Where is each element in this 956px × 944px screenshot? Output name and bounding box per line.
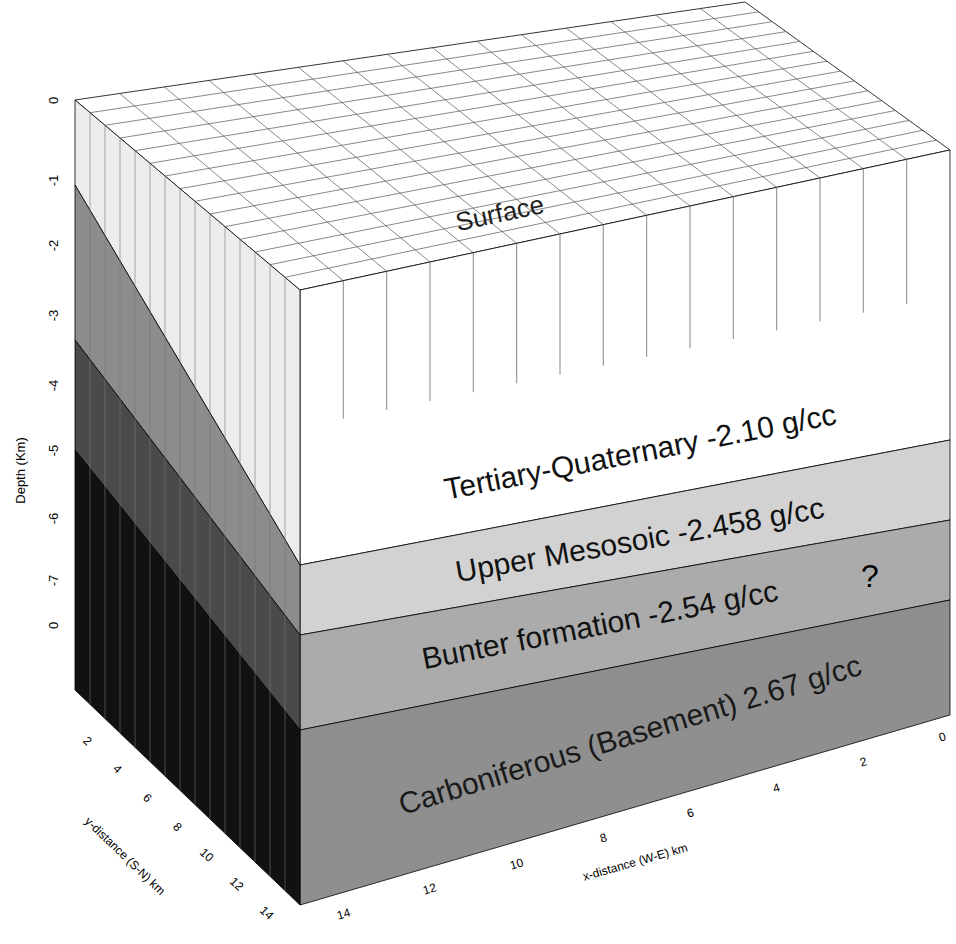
grid-line xyxy=(603,225,604,366)
grid-line xyxy=(120,138,121,733)
grid-line xyxy=(522,35,734,197)
grid-line xyxy=(240,111,895,240)
tick-label: 0 xyxy=(46,96,61,103)
tick-label: -3 xyxy=(47,309,62,321)
axis-title: y-distance (S-N) km xyxy=(82,814,168,898)
grid-line xyxy=(105,125,106,718)
tick-label: 0 xyxy=(937,729,947,744)
tick-label: 14 xyxy=(257,903,276,922)
grid-line xyxy=(690,206,691,348)
axis-title: Depth (Km) xyxy=(13,437,28,503)
grid-line xyxy=(165,176,166,776)
tick-label: -1 xyxy=(47,174,62,186)
grid-line xyxy=(473,253,474,393)
grid-line xyxy=(560,234,561,375)
grid-line xyxy=(516,243,517,383)
grid-line xyxy=(733,197,734,340)
grid-line xyxy=(646,215,647,356)
tick-label: 12 xyxy=(422,880,439,897)
grid-line xyxy=(566,28,776,187)
grid-line xyxy=(90,113,91,705)
tick-label: 10 xyxy=(197,846,216,865)
grid-line xyxy=(656,15,864,169)
tick-label: 4 xyxy=(772,780,782,795)
grid-line xyxy=(863,169,864,313)
tick-label: 4 xyxy=(110,762,125,777)
grid-line xyxy=(270,265,271,877)
tick-label: 12 xyxy=(227,874,246,893)
tick-label: 14 xyxy=(335,906,352,923)
grid-line xyxy=(120,94,344,281)
tick-label: -4 xyxy=(47,379,62,391)
front-carboniferous xyxy=(300,600,950,905)
grid-line xyxy=(180,189,181,791)
grid-line xyxy=(343,281,344,419)
grid-line xyxy=(135,151,136,748)
tick-label: 0 xyxy=(46,621,61,628)
question-mark: ? xyxy=(861,558,879,595)
grid-line xyxy=(611,22,820,178)
tick-label: -6 xyxy=(47,512,62,524)
grid-line xyxy=(225,101,882,227)
grid-line xyxy=(430,262,431,401)
grid-line xyxy=(210,214,211,819)
grid-line xyxy=(270,130,923,264)
grid-line xyxy=(906,159,907,303)
grid-line xyxy=(285,277,286,890)
tick-label: 8 xyxy=(170,819,185,834)
grid-line xyxy=(285,140,936,277)
grid-line xyxy=(120,32,786,138)
grid-line xyxy=(386,271,387,410)
grid-line xyxy=(255,252,256,862)
tick-label: 2 xyxy=(80,733,95,748)
grid-line xyxy=(700,9,906,160)
grid-line xyxy=(240,239,241,847)
grid-line xyxy=(776,187,777,330)
tick-label: 6 xyxy=(685,805,695,820)
tick-label: 6 xyxy=(140,791,155,806)
grid-line xyxy=(195,201,196,804)
tick-label: 2 xyxy=(858,755,868,770)
tick-label: 10 xyxy=(508,855,525,872)
tick-label: -5 xyxy=(47,444,62,456)
axis-title: x-distance (W-E) km xyxy=(581,840,689,883)
grid-line xyxy=(150,163,151,761)
left-carboniferous xyxy=(75,450,300,905)
grid-line xyxy=(477,41,690,206)
grid-line xyxy=(255,120,909,252)
grid-line xyxy=(165,61,827,176)
tick-label: -2 xyxy=(47,239,62,251)
grid-line xyxy=(820,178,821,322)
grid-line xyxy=(225,227,226,834)
grid-line xyxy=(180,71,841,189)
tick-label: -7 xyxy=(47,574,62,586)
grid-line xyxy=(105,22,772,126)
tick-label: 8 xyxy=(598,831,608,846)
